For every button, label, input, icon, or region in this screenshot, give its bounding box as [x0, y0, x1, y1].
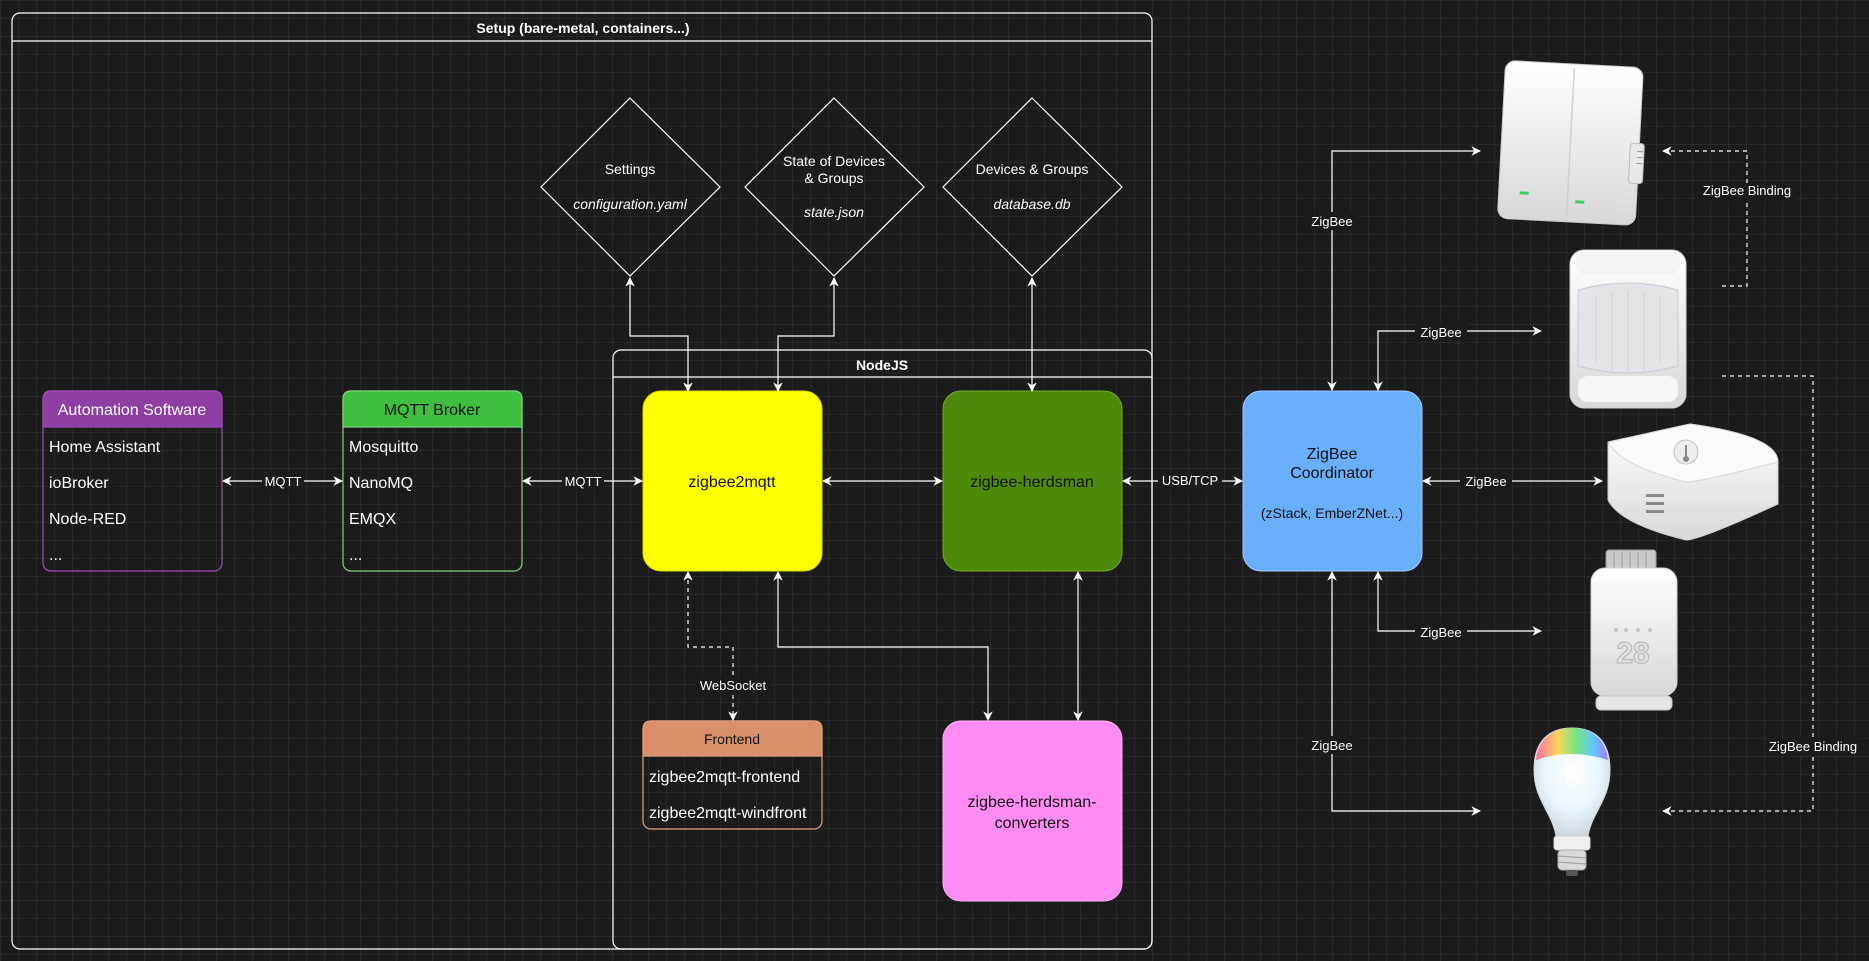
state-file: state.json: [804, 204, 864, 220]
zigbee-label: ZigBee: [1311, 738, 1352, 753]
automation-item: Node-RED: [49, 511, 126, 528]
usb-tcp-label: USB/TCP: [1162, 473, 1218, 488]
settings-diamond: Settings configuration.yaml: [540, 97, 721, 277]
binding-link-motion-switch: [1662, 146, 1748, 287]
state-diamond: State of Devices & Groups state.json: [744, 97, 925, 277]
broker-item: Mosquitto: [349, 439, 418, 456]
mqtt-broker-box: MQTT Broker Mosquitto NanoMQ EMQX ...: [342, 390, 523, 572]
zigbee-binding-label: ZigBee Binding: [1769, 739, 1857, 754]
edge-labels: MQTT MQTT USB/TCP WebSocket ZigBee ZigBe…: [262, 183, 1860, 756]
wall-switch-device: [1497, 60, 1645, 226]
zigbee-link-bulb: [1327, 571, 1481, 816]
settings-file: configuration.yaml: [573, 196, 688, 212]
zigbee-herdsman-box: zigbee-herdsman: [942, 390, 1123, 572]
zigbee2mqtt-label: zigbee2mqtt: [688, 474, 776, 491]
zigbee-label: ZigBee: [1420, 325, 1461, 340]
frontend-header: Frontend: [704, 731, 760, 747]
zigbee-binding-label: ZigBee Binding: [1703, 183, 1791, 198]
link-z2m-settings: [625, 277, 693, 392]
automation-item: ...: [49, 547, 62, 564]
state-title-line1: State of Devices: [783, 153, 885, 169]
radiator-valve-device: 28: [1590, 549, 1678, 711]
switch-led-left: [1519, 191, 1529, 195]
converters-label-line2: converters: [995, 815, 1070, 832]
thermostat-display: 28: [1616, 637, 1649, 670]
nodejs-title: NodeJS: [856, 357, 908, 373]
automation-item: ioBroker: [49, 475, 109, 492]
temperature-sensor-device: [1607, 423, 1779, 541]
setup-title: Setup (bare-metal, containers...): [476, 20, 689, 36]
settings-title: Settings: [605, 161, 656, 177]
link-z2m-converters: [773, 571, 993, 721]
automation-item: Home Assistant: [49, 439, 161, 456]
binding-link-motion-bulb: [1662, 375, 1814, 816]
zigbee-label: ZigBee: [1311, 214, 1352, 229]
broker-item: ...: [349, 547, 362, 564]
broker-header: MQTT Broker: [384, 402, 481, 419]
zigbee-herdsman-label: zigbee-herdsman: [970, 474, 1094, 491]
smart-bulb-device: [1533, 727, 1611, 876]
zigbee2mqtt-box: zigbee2mqtt: [642, 390, 823, 572]
broker-item: EMQX: [349, 511, 396, 528]
coordinator-line3: (zStack, EmberZNet...): [1261, 505, 1403, 521]
converters-label-line1: zigbee-herdsman-: [968, 794, 1097, 811]
database-diamond: Devices & Groups database.db: [942, 97, 1123, 277]
mqtt-label: MQTT: [265, 474, 302, 489]
frontend-item: zigbee2mqtt-windfront: [649, 805, 807, 822]
motion-sensor-device: [1569, 249, 1687, 409]
zigbee-link-motion: [1373, 326, 1542, 391]
coordinator-line1: ZigBee: [1307, 446, 1358, 463]
zigbee-link-switch: [1327, 146, 1481, 391]
database-file: database.db: [993, 196, 1070, 212]
coordinator-line2: Coordinator: [1290, 465, 1374, 482]
state-title-line2: & Groups: [804, 170, 863, 186]
zigbee-label: ZigBee: [1420, 625, 1461, 640]
broker-item: NanoMQ: [349, 475, 413, 492]
zigbee-link-trv: [1373, 571, 1542, 636]
switch-led-right: [1575, 200, 1585, 204]
nodejs-container: NodeJS: [612, 349, 1153, 950]
automation-software-box: Automation Software Home Assistant ioBro…: [42, 390, 223, 572]
zigbee-label: ZigBee: [1465, 474, 1506, 489]
zigbee-herdsman-converters-box: zigbee-herdsman- converters: [942, 720, 1123, 902]
link-z2m-state: [773, 277, 839, 392]
frontend-box: Frontend zigbee2mqtt-frontend zigbee2mqt…: [642, 720, 823, 830]
mqtt-label: MQTT: [565, 474, 602, 489]
websocket-label: WebSocket: [700, 678, 767, 693]
zigbee-coordinator-box: ZigBee Coordinator (zStack, EmberZNet...…: [1242, 390, 1423, 572]
database-title: Devices & Groups: [976, 161, 1089, 177]
websocket-link: [683, 571, 738, 721]
automation-header: Automation Software: [58, 402, 207, 419]
frontend-item: zigbee2mqtt-frontend: [649, 769, 800, 786]
